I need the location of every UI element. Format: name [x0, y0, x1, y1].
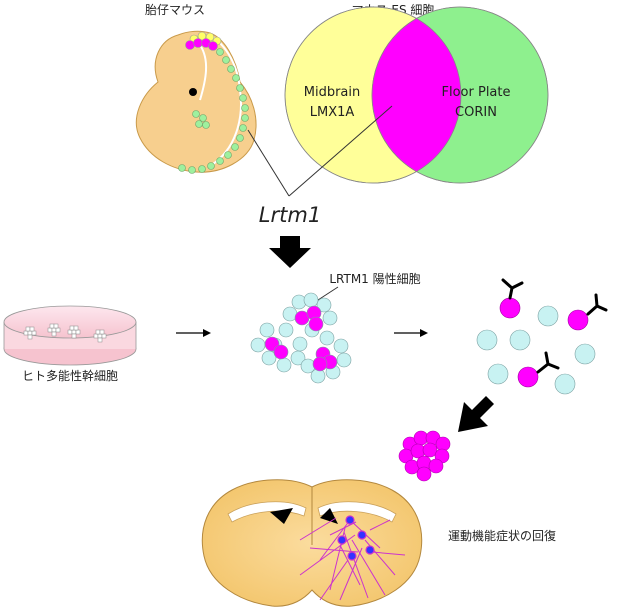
- venn-overlap: [372, 7, 461, 183]
- embryo-eye: [189, 88, 197, 96]
- cell-cluster: [250, 292, 352, 384]
- small-arrow-1: [176, 329, 211, 337]
- ventricle-left: [270, 508, 293, 524]
- floor-plate-label: Floor Plate: [442, 85, 511, 100]
- lmx1a-label: LMX1A: [310, 105, 355, 120]
- gene-label: Lrtm1: [259, 203, 321, 227]
- connector-line-embryo: [247, 129, 290, 197]
- connector-line-venn: [288, 105, 393, 197]
- embryo-label: 胎仔マウス: [145, 3, 205, 17]
- diagonal-arrow: [458, 396, 494, 432]
- magenta-cell-aggregate: [398, 430, 451, 482]
- mouse-embryo: [135, 30, 257, 174]
- venn-diagram: [284, 6, 549, 184]
- midbrain-label: Midbrain: [304, 85, 361, 100]
- antibody-icons: [501, 278, 608, 374]
- ips-label: ヒト多能性幹細胞: [22, 368, 118, 383]
- culture-dish: [3, 305, 137, 366]
- positive-cells-pointer: [317, 286, 339, 301]
- down-arrow: [269, 236, 311, 268]
- embryo-green-cells: [178, 48, 249, 174]
- recovery-label: 運動機能症状の回復: [448, 528, 556, 543]
- sorted-cells: [476, 278, 608, 395]
- positive-cells-label: LRTM1 陽性細胞: [329, 272, 420, 286]
- corin-label: CORIN: [455, 105, 497, 120]
- brain-section: [201, 479, 423, 607]
- embryo-magenta-cells: [185, 38, 218, 51]
- small-arrow-2: [394, 329, 428, 337]
- dopamine-neurons: [337, 515, 375, 561]
